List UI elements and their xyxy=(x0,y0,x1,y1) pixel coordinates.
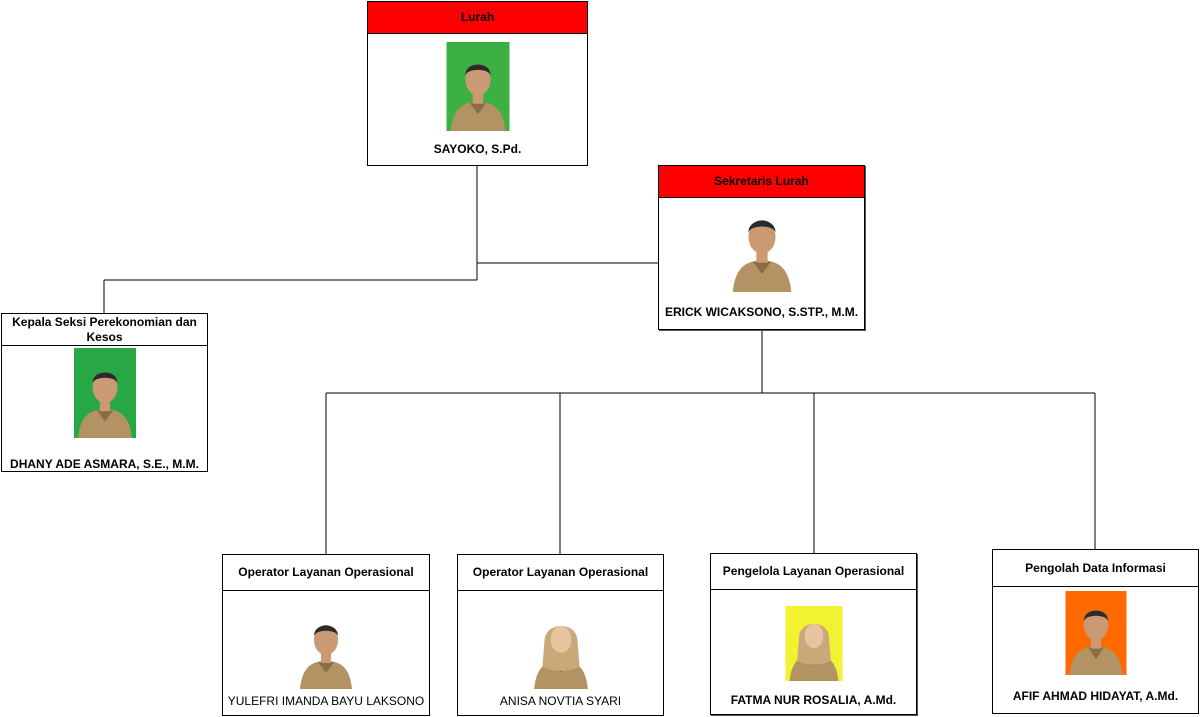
person-photo xyxy=(721,202,802,292)
card-title: Operator Layanan Operasional xyxy=(458,555,663,591)
person-photo xyxy=(1065,591,1126,675)
person-silhouette-icon xyxy=(732,220,791,292)
person-name: ANISA NOVTIA SYARI xyxy=(499,694,622,708)
card-kepala-seksi: Kepala Seksi Perekonomian dan Kesos DHAN… xyxy=(1,313,208,472)
person-silhouette-icon xyxy=(789,623,838,681)
person-silhouette-icon xyxy=(1069,609,1122,675)
person-photo xyxy=(529,605,592,689)
person-name: SAYOKO, S.Pd. xyxy=(433,142,522,156)
person-silhouette-icon xyxy=(533,625,588,689)
person-name: AFIF AHMAD HIDAYAT, A.Md. xyxy=(1012,689,1179,703)
card-title: Operator Layanan Operasional xyxy=(223,555,429,591)
person-silhouette-icon xyxy=(450,63,505,131)
person-name: YULEFRI IMANDA BAYU LAKSONO xyxy=(227,694,425,708)
person-photo xyxy=(446,42,509,131)
card-title: Kepala Seksi Perekonomian dan Kesos xyxy=(2,314,207,346)
card-title: Pengolah Data Informasi xyxy=(993,550,1198,587)
card-pengelola: Pengelola Layanan Operasional FATMA NUR … xyxy=(710,553,917,715)
person-name: FATMA NUR ROSALIA, A.Md. xyxy=(730,693,897,707)
card-title: Sekretaris Lurah xyxy=(659,166,864,198)
card-operator-2: Operator Layanan Operasional ANISA NOVTI… xyxy=(457,554,664,716)
person-silhouette-icon xyxy=(77,371,132,438)
card-pengolah: Pengolah Data Informasi AFIF AHMAD HIDAY… xyxy=(992,549,1199,714)
person-photo xyxy=(785,606,842,681)
card-sekretaris: Sekretaris Lurah ERICK WICAKSONO, S.STP.… xyxy=(658,165,865,330)
person-photo xyxy=(73,348,136,438)
card-lurah: Lurah SAYOKO, S.Pd. xyxy=(367,1,588,166)
card-operator-1: Operator Layanan Operasional YULEFRI IMA… xyxy=(222,554,430,716)
person-name: DHANY ADE ASMARA, S.E., M.M. xyxy=(10,457,199,471)
person-silhouette-icon xyxy=(300,625,352,689)
person-name: ERICK WICAKSONO, S.STP., M.M. xyxy=(664,305,859,319)
person-photo xyxy=(286,609,366,689)
card-title: Pengelola Layanan Operasional xyxy=(711,554,916,590)
card-title: Lurah xyxy=(368,2,587,34)
